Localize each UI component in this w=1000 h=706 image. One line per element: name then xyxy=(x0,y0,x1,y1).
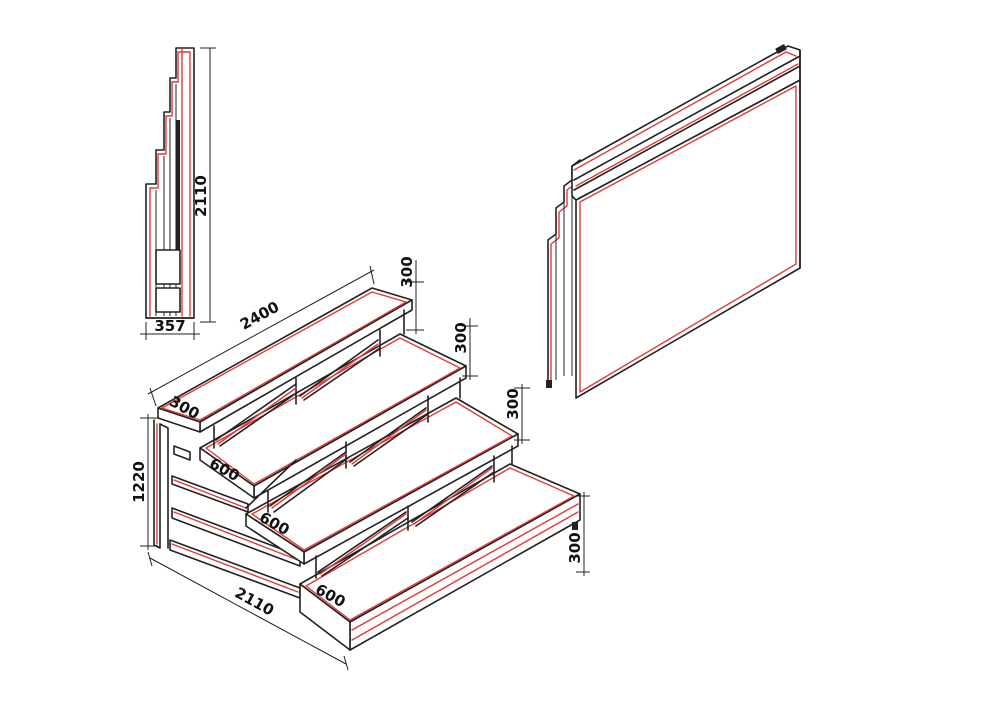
folded-perspective-view xyxy=(546,44,801,399)
dim-folded-depth: 357 xyxy=(154,317,185,335)
dim-step-rise-2: 300 xyxy=(452,322,470,353)
dim-folded-height: 2110 xyxy=(192,175,210,217)
dim-step-rise-3: 300 xyxy=(504,388,522,419)
dim-stage-length: 2400 xyxy=(237,298,282,334)
dim-step-rise-1: 300 xyxy=(398,256,416,287)
dim-step-rise-front: 300 xyxy=(566,532,584,563)
folded-side-view: 2110 357 xyxy=(140,47,216,340)
stair-perspective-view xyxy=(153,287,581,651)
dim-total-height: 1220 xyxy=(130,461,148,503)
